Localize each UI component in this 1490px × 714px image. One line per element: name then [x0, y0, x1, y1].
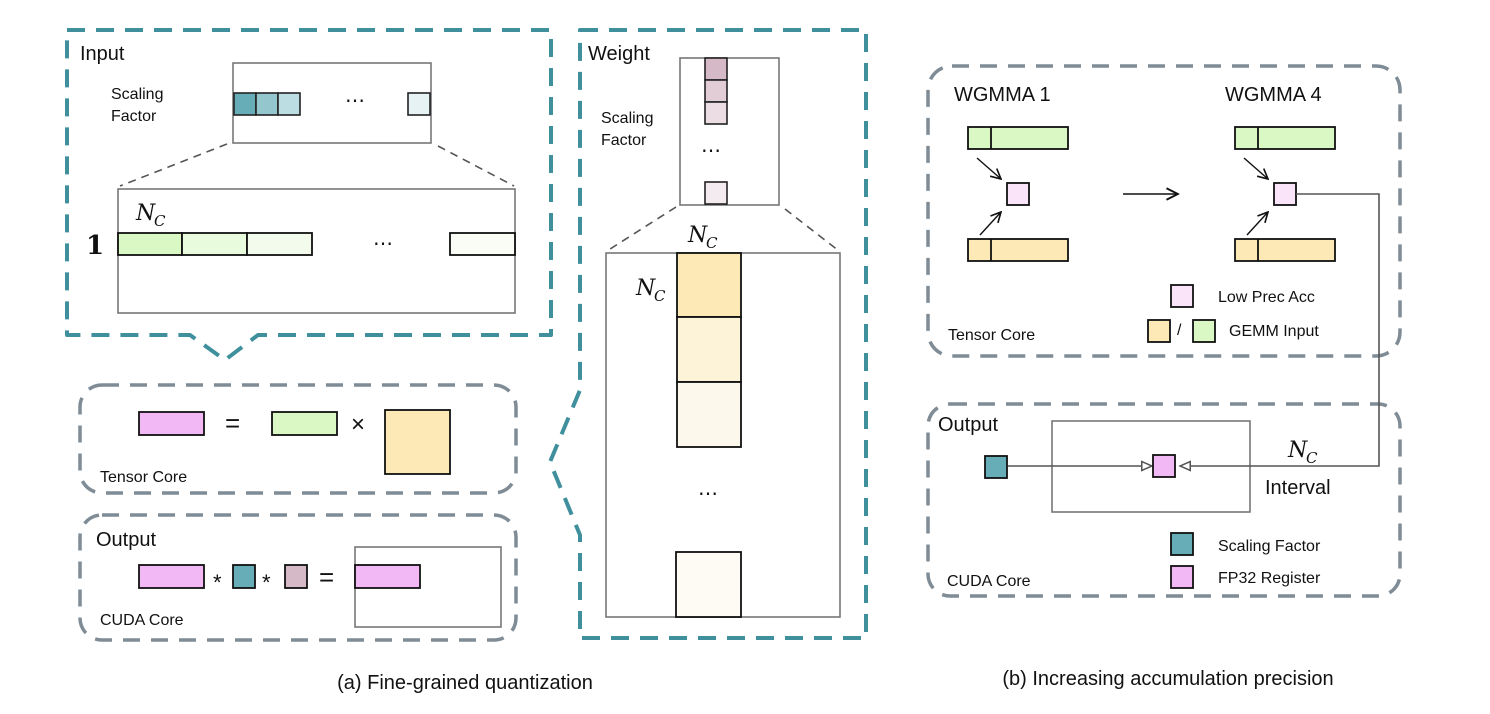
weight-block-2: [676, 316, 742, 383]
weight-title: Weight: [588, 43, 650, 65]
tc-times: ×: [351, 411, 365, 438]
caption-a: (a) Fine-grained quantization: [337, 672, 593, 694]
wgmma1-green-input: [967, 126, 1069, 150]
weight-block-3: [676, 381, 742, 448]
b-cuda-core-label: CUDA Core: [947, 573, 1031, 590]
legend-gemm-input-yellow-swatch: [1147, 319, 1171, 343]
b-nc-subscript: C: [1306, 449, 1318, 467]
weight-scaling-container: [679, 57, 780, 206]
weight-scale-cell-2: [704, 79, 728, 103]
legend-scaling-factor-label: Scaling Factor: [1218, 538, 1321, 555]
input-row-label: 1: [86, 231, 104, 261]
cuda-core-frame: [78, 513, 518, 642]
tc-output-block: [138, 411, 205, 436]
b-nc-symbol: N: [1287, 438, 1308, 463]
wgmma1-yellow-input: [967, 238, 1069, 262]
panel-a: Input Scaling Factor ⋯ 1 N C ⋯ = × Tenso…: [65, 28, 868, 694]
tensor-core-frame: [78, 383, 518, 495]
wgmma1-arrow-bottom: [979, 212, 1001, 236]
tc-label: Tensor Core: [100, 469, 187, 486]
legend-scaling-factor-swatch: [1170, 532, 1194, 556]
wgmma4-arrow-top: [1243, 157, 1268, 179]
b-cuda-core-frame: [926, 402, 1402, 598]
out-weight-scale: [284, 564, 308, 589]
input-scaling-label-1: Scaling: [111, 86, 163, 103]
b-fp32-register-cell: [1152, 454, 1176, 478]
out-star-1: *: [213, 570, 222, 595]
input-title: Input: [80, 43, 125, 65]
legend-gemm-input-label: GEMM Input: [1229, 323, 1319, 340]
input-nc-symbol: N: [135, 201, 156, 226]
tc-weight-block: [384, 409, 451, 475]
legend-fp32-register-label: FP32 Register: [1218, 570, 1321, 587]
weight-zoom-line-left: [606, 206, 677, 252]
input-nc-subscript: C: [154, 212, 166, 230]
weight-block-1: [676, 252, 742, 318]
wgmma-1-label: WGMMA 1: [954, 84, 1051, 106]
weight-scale-cell-last: [704, 181, 728, 205]
weight-scale-ellipsis: ⋯: [701, 140, 721, 162]
wgmma4-green-input: [1234, 126, 1336, 150]
weight-frame: [548, 28, 868, 640]
input-block-1: [117, 232, 183, 256]
weight-scaling-label-1: Scaling: [601, 110, 653, 127]
input-scale-cell-2: [255, 92, 279, 116]
b-tensor-core-frame: [926, 64, 1402, 358]
weight-scaling-label-2: Factor: [601, 132, 647, 149]
input-scale-ellipsis: ⋯: [345, 90, 365, 112]
out-result-block: [354, 564, 421, 589]
out-equals: =: [319, 562, 334, 592]
b-tensor-core-label: Tensor Core: [948, 327, 1035, 344]
input-zoom-line-right: [437, 145, 515, 187]
out-acc-block: [138, 564, 205, 589]
input-scale-cell-last: [407, 92, 431, 116]
wgmma4-yellow-input: [1234, 238, 1336, 262]
wgmma4-acc: [1273, 182, 1297, 206]
legend-low-prec-acc-label: Low Prec Acc: [1218, 289, 1315, 306]
wgmma1-arrow-top: [976, 157, 1001, 179]
weight-ellipsis: ⋯: [698, 483, 718, 505]
output-title: Output: [96, 529, 156, 551]
weight-nc-left-symbol: N: [635, 276, 656, 301]
input-block-last: [449, 232, 516, 256]
input-block-2: [181, 232, 248, 256]
input-scale-cell-3: [277, 92, 301, 116]
weight-nc-top-subscript: C: [706, 234, 718, 252]
input-block-3: [246, 232, 313, 256]
accumulation-connector: [1180, 193, 1380, 466]
weight-block-last: [675, 551, 742, 618]
input-scale-cell-1: [233, 92, 257, 116]
input-zoom-line-left: [119, 143, 228, 187]
b-scaling-factor-cell: [984, 455, 1008, 479]
weight-zoom-line-right: [784, 208, 840, 252]
tc-input-block: [271, 411, 338, 436]
b-interval-label: Interval: [1265, 477, 1331, 499]
out-input-scale: [232, 564, 256, 589]
caption-b: (b) Increasing accumulation precision: [1002, 668, 1333, 690]
wgmma4-arrow-bottom: [1246, 212, 1268, 236]
wgmma1-acc: [1006, 182, 1030, 206]
input-frame: [65, 28, 553, 362]
weight-scale-cell-1: [704, 57, 728, 81]
cuda-core-label: CUDA Core: [100, 612, 184, 629]
out-star-2: *: [262, 570, 271, 595]
legend-low-prec-acc-swatch: [1170, 284, 1194, 308]
wgmma-4-label: WGMMA 4: [1225, 84, 1322, 106]
tc-equals: =: [225, 408, 240, 438]
panel-b: WGMMA 1 WGMMA 4 Low Prec Acc / GEMM Inpu…: [926, 64, 1402, 690]
weight-nc-left-subscript: C: [654, 287, 666, 305]
legend-gemm-input-green-swatch: [1192, 319, 1216, 343]
input-scaling-label-2: Factor: [111, 108, 157, 125]
legend-fp32-register-swatch: [1170, 565, 1194, 589]
b-output-title: Output: [938, 414, 998, 436]
weight-nc-top-symbol: N: [687, 223, 708, 248]
legend-gemm-input-separator: /: [1177, 322, 1182, 339]
weight-scale-cell-3: [704, 101, 728, 125]
input-ellipsis: ⋯: [373, 233, 393, 255]
